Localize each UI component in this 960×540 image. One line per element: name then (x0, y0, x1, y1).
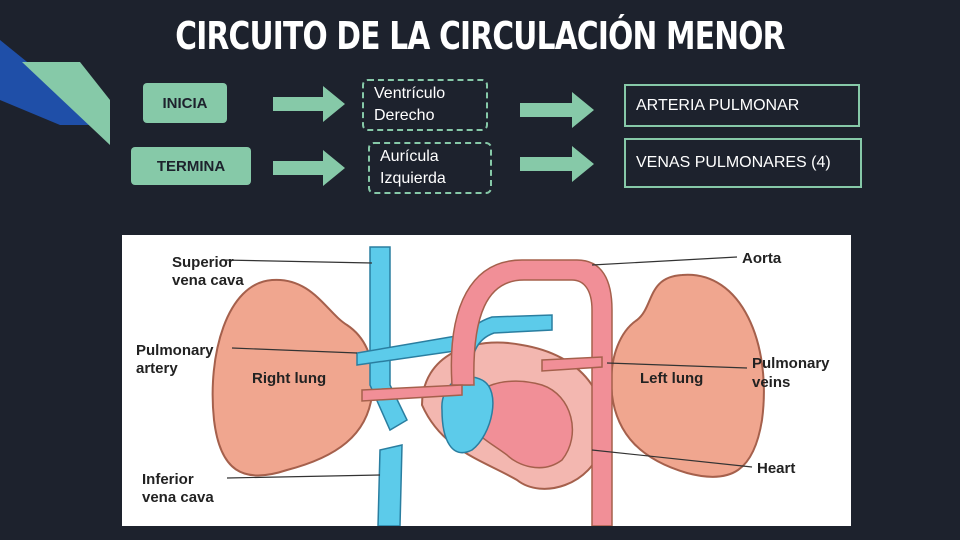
end-chamber-line2: Izquierda (380, 170, 446, 187)
label-pv-1: Pulmonary (752, 355, 830, 372)
arrow-start-1 (273, 86, 345, 122)
label-svc-1: Superior (172, 254, 234, 271)
start-chamber-box: Ventrículo Derecho (362, 79, 488, 131)
arrow-end-2 (520, 146, 594, 182)
start-vessel-box: ARTERIA PULMONAR (624, 84, 860, 127)
label-svc-2: vena cava (172, 272, 244, 289)
page-title: CIRCUITO DE LA CIRCULACIÓN MENOR (175, 14, 785, 58)
start-chamber-line1: Ventrículo (374, 85, 446, 102)
label-right-lung: Right lung (252, 370, 326, 387)
arrow-end-1 (273, 150, 345, 186)
inferior-vena-cava (377, 444, 403, 527)
end-chamber-line1: Aurícula (380, 148, 439, 165)
corner-decoration (0, 40, 110, 145)
heart-diagram: Superior vena cava Pulmonary artery Infe… (122, 235, 851, 527)
end-label: TERMINA (131, 147, 251, 185)
label-ivc-1: Inferior (142, 471, 194, 488)
right-lung (211, 278, 374, 477)
pulmonary-veins (541, 356, 603, 372)
label-ivc-2: vena cava (142, 489, 214, 506)
end-chamber-box: Aurícula Izquierda (368, 142, 492, 194)
arrow-start-2 (520, 92, 594, 128)
label-pv-2: veins (752, 374, 790, 391)
label-pa-2: artery (136, 360, 178, 377)
superior-vena-cava (369, 246, 408, 432)
label-heart: Heart (757, 460, 795, 477)
start-chamber-line2: Derecho (374, 107, 435, 124)
left-lung (610, 273, 765, 478)
end-vessel-box: VENAS PULMONARES (4) (624, 138, 862, 188)
label-left-lung: Left lung (640, 370, 703, 387)
label-pa-1: Pulmonary (136, 342, 214, 359)
label-aorta: Aorta (742, 250, 782, 267)
start-label: INICIA (143, 83, 227, 123)
